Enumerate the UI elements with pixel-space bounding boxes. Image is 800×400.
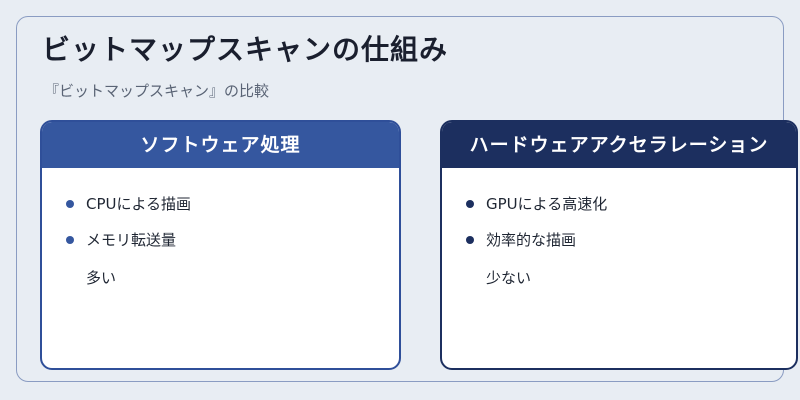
- bullet-icon: [66, 200, 74, 208]
- software-card-header: ソフトウェア処理: [42, 122, 399, 168]
- list-item-text: 効率的な描画: [486, 231, 577, 249]
- page-title: ビットマップスキャンの仕組み: [42, 33, 449, 66]
- hardware-card-header: ハードウェアアクセラレーション: [442, 122, 796, 168]
- software-card: ソフトウェア処理 CPUによる描画 メモリ転送量 多い: [40, 120, 401, 370]
- bullet-icon: [66, 236, 74, 244]
- hardware-item-list: GPUによる高速化 効率的な描画 少ない: [442, 168, 796, 298]
- list-item: 効率的な描画: [466, 222, 796, 258]
- bullet-icon: [466, 236, 474, 244]
- list-item-text: メモリ転送量: [86, 231, 177, 249]
- list-item: メモリ転送量: [66, 222, 399, 258]
- list-item: CPUによる描画: [66, 186, 399, 222]
- list-item-text: CPUによる描画: [86, 195, 192, 213]
- bullet-icon: [466, 200, 474, 208]
- software-item-list: CPUによる描画 メモリ転送量 多い: [42, 168, 399, 298]
- hardware-card: ハードウェアアクセラレーション GPUによる高速化 効率的な描画 少ない: [440, 120, 798, 370]
- list-item-text: GPUによる高速化: [486, 195, 608, 213]
- page-subtitle: 『ビットマップスキャン』の比較: [44, 82, 270, 100]
- list-item-continuation: 多い: [86, 269, 117, 287]
- list-item-continuation: 少ない: [486, 269, 532, 287]
- list-item: GPUによる高速化: [466, 186, 796, 222]
